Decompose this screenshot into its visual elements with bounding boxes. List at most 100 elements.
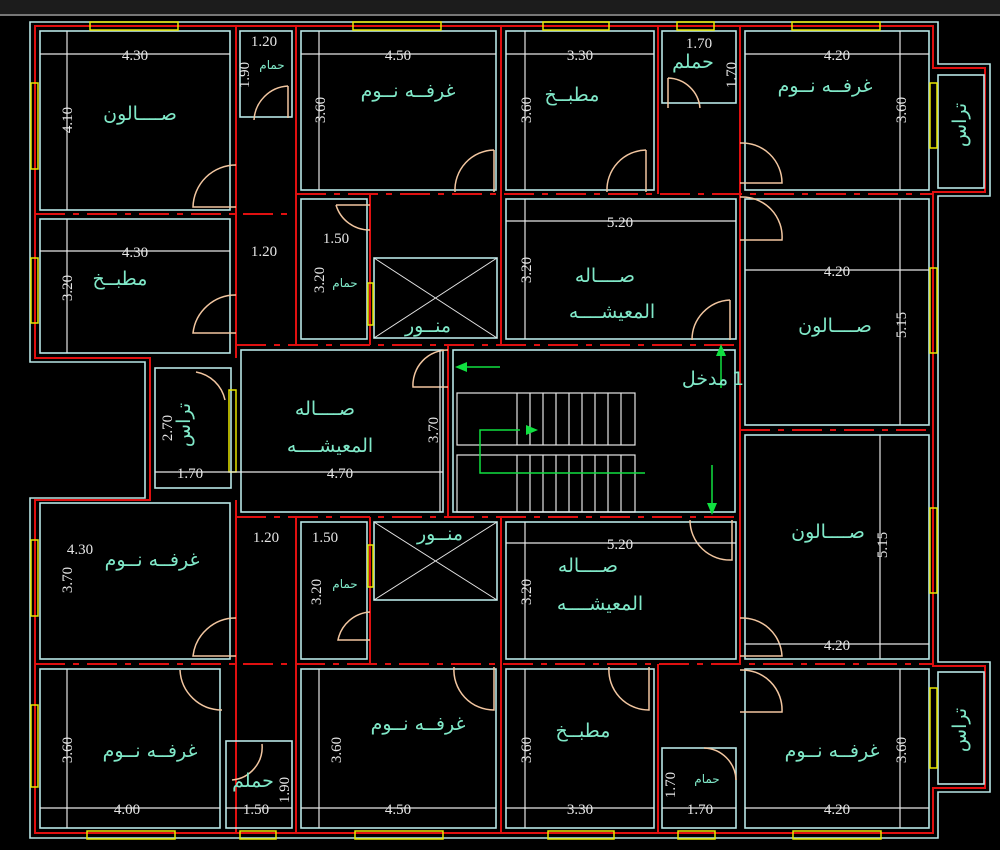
dim-label: 3.60 [519, 737, 535, 763]
dim-label: 4.20 [824, 638, 850, 654]
top-bar [0, 0, 1000, 14]
dim-label: 1.90 [237, 62, 253, 88]
dim-label: 3.20 [60, 275, 76, 301]
dim-label: 1.20 [251, 34, 277, 50]
dimension-labels: 4.30 4.10 1.20 1.90 4.50 3.60 3.30 3.60 … [60, 34, 910, 818]
room-label-bedroom: غرفــه نــوم [105, 549, 200, 571]
dim-label: 1.70 [724, 62, 740, 88]
staircase[interactable] [455, 344, 726, 515]
room-lightwell-bottom [373, 521, 498, 601]
room-label-bath: حملم [232, 770, 274, 792]
room-label-kitchen: مطبــخ [556, 720, 611, 742]
room-label-entrance: مدخل [682, 368, 728, 390]
dim-label: 4.30 [67, 542, 93, 558]
dim-label: 4.20 [824, 802, 850, 818]
room-labels: صــــالون حمام غرفــه نــوم مطبــخ حملم … [93, 51, 971, 792]
dim-label: 1.70 [686, 36, 712, 52]
room-bedroom-bottom-left [39, 668, 221, 829]
dim-label: 3.60 [894, 97, 910, 123]
room-bath-mid-top [300, 198, 368, 340]
room-label-lightwell: منــور [416, 523, 463, 545]
dim-label: 4.20 [824, 48, 850, 64]
room-label-living: صــــاله [295, 398, 355, 420]
dim-label: 4.10 [60, 107, 76, 133]
room-label-bedroom: غرفــه نــوم [778, 75, 873, 97]
entrance-number: 1 [732, 368, 744, 390]
dimension-lines [40, 31, 929, 828]
room-bath-bottom-left [225, 740, 293, 829]
dim-label: 4.20 [824, 264, 850, 280]
dim-label: 4.50 [385, 802, 411, 818]
dim-label: 1.50 [312, 530, 338, 546]
room-bedroom-left [39, 502, 231, 660]
room-label-salon: صــــالون [103, 103, 177, 125]
arrow-up-icon [716, 344, 726, 356]
room-kitchen-left [39, 218, 231, 354]
dim-label: 3.20 [312, 267, 328, 293]
dim-label: 1.70 [663, 772, 679, 798]
room-label-bath: حمام [332, 276, 357, 290]
dim-label: 4.30 [122, 245, 148, 261]
dim-label: 2.70 [160, 415, 176, 441]
dim-label: 3.60 [60, 737, 76, 763]
dim-label: 4.30 [122, 48, 148, 64]
dim-label: 4.70 [327, 466, 353, 482]
room-label-salon: صــــالون [798, 315, 872, 337]
room-salon-top-left [39, 30, 231, 211]
dim-label: 3.70 [426, 417, 442, 443]
room-bath-bottom-right [661, 747, 737, 829]
dim-label: 1.20 [253, 530, 279, 546]
stair-direction-arrow [479, 429, 645, 474]
doors [179, 77, 783, 781]
dim-label: 5.20 [607, 215, 633, 231]
room-label-lightwell: منــور [404, 315, 451, 337]
dim-label: 1.20 [251, 244, 277, 260]
room-label-bath: حمام [332, 577, 357, 591]
room-living-left [240, 349, 444, 513]
room-label-bath: حمام [694, 772, 719, 786]
room-living-bottom [505, 521, 737, 660]
dim-label: 1.90 [277, 777, 293, 803]
room-bedroom-bottom [300, 668, 497, 829]
room-label-bedroom: غرفــه نــوم [361, 80, 456, 102]
room-label-living: صــــاله [558, 555, 618, 577]
room-label-salon: صــــالون [791, 521, 865, 543]
dim-label: 3.20 [519, 257, 535, 283]
dim-label: 3.20 [519, 579, 535, 605]
room-bath-mid-bottom [300, 521, 368, 660]
room-living-top [505, 198, 737, 340]
room-salon-right-top [744, 198, 930, 426]
room-label-living: المعيشــــه [557, 593, 643, 615]
arrow-down-icon [707, 503, 717, 515]
arrow-head-icon [526, 425, 538, 435]
room-label-living: المعيشــــه [287, 435, 373, 457]
interior-walls [35, 26, 933, 833]
dim-label: 5.20 [607, 537, 633, 553]
room-label-bedroom: غرفــه نــوم [103, 740, 198, 762]
room-lightwell-top [373, 257, 498, 339]
dim-label: 3.30 [567, 48, 593, 64]
room-label-bedroom: غرفــه نــوم [371, 713, 466, 735]
room-terrace-left [154, 367, 232, 489]
room-kitchen-top [505, 30, 655, 191]
lightwell-cross [373, 257, 498, 601]
dim-label: 5.15 [894, 312, 910, 338]
dim-label: 4.50 [385, 48, 411, 64]
dim-label: 3.70 [60, 567, 76, 593]
room-label-living: صــــاله [575, 265, 635, 287]
arrow-left-icon [455, 362, 467, 372]
room-label-living: المعيشــــه [569, 301, 655, 323]
dim-label: 1.50 [323, 231, 349, 247]
room-terrace-bottom-right [937, 671, 985, 785]
room-bedroom-top-right [744, 30, 930, 191]
dim-label: 1.70 [687, 802, 713, 818]
windows [30, 21, 938, 840]
outer-walls [29, 21, 991, 839]
dim-label: 1.50 [243, 802, 269, 818]
room-label-terrace: تراس [173, 403, 195, 447]
room-label-bath: حمام [259, 58, 284, 72]
dim-label: 3.60 [313, 97, 329, 123]
room-label-terrace: تراس [949, 103, 971, 147]
room-kitchen-bottom [505, 668, 655, 829]
